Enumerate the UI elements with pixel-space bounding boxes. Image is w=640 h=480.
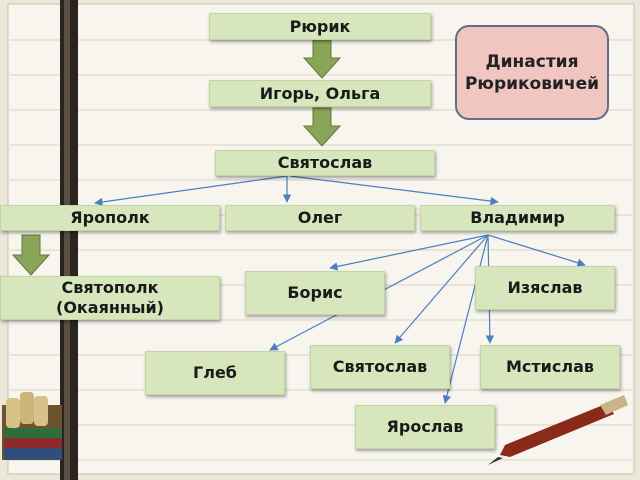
node-svyatopolk: Святополк (Окаянный) (0, 276, 220, 320)
node-svyatoslav-1: Святослав (215, 150, 435, 176)
node-izyaslav: Изяслав (475, 266, 615, 310)
node-boris: Борис (245, 271, 385, 315)
node-ryurik: Рюрик (209, 13, 431, 40)
node-oleg: Олег (225, 205, 415, 231)
node-svyatoslav-2: Святослав (310, 345, 450, 389)
diagram-title: Династия Рюриковичей (455, 25, 609, 120)
arrow-to-izyaslav (487, 234, 586, 267)
node-yaropolk: Ярополк (0, 205, 220, 231)
pen-icon (488, 395, 628, 465)
node-igor-olga: Игорь, Ольга (209, 80, 431, 107)
node-vladimir: Владимир (420, 205, 615, 231)
arrow-to-yaropolk (94, 175, 288, 207)
books-icon (2, 392, 62, 460)
big-arrow-2 (302, 107, 342, 147)
node-mstislav: Мстислав (480, 345, 620, 389)
arrow-to-vladimir (289, 175, 499, 206)
node-gleb: Глеб (145, 351, 285, 395)
arrow-to-yaroslav (442, 234, 489, 404)
node-yaroslav: Ярослав (355, 405, 495, 449)
arrow-to-svyatoslav-2 (394, 234, 489, 344)
big-arrow-3 (11, 234, 51, 276)
arrow-to-boris (329, 234, 489, 271)
big-arrow-1 (302, 39, 342, 79)
